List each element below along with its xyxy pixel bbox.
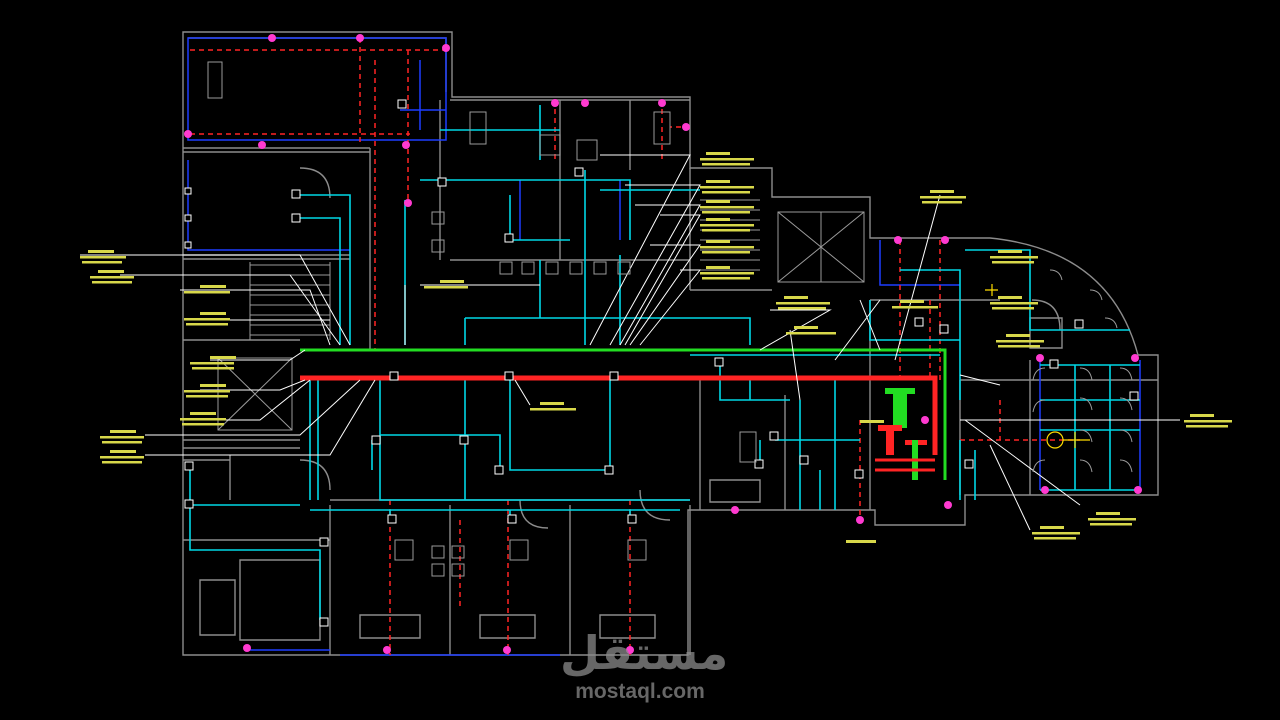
fcu-symbols: [184, 99, 1139, 627]
annotation-tags: [80, 152, 1232, 543]
watermark-arabic: مستقل: [560, 626, 729, 680]
watermark-latin: mostaql.com: [575, 680, 705, 703]
equipment-outlines: [187, 37, 1141, 656]
floor-drain-symbols: [184, 34, 1142, 654]
main-supply-header: [300, 348, 947, 480]
drain-piping: [190, 38, 1080, 655]
furniture: [207, 61, 1133, 577]
chilled-water-piping: [189, 105, 1140, 620]
main-return-header: [300, 375, 938, 455]
pump-room: [875, 388, 935, 480]
elevator-shafts: [217, 211, 865, 431]
pump-symbol: [985, 284, 1090, 449]
